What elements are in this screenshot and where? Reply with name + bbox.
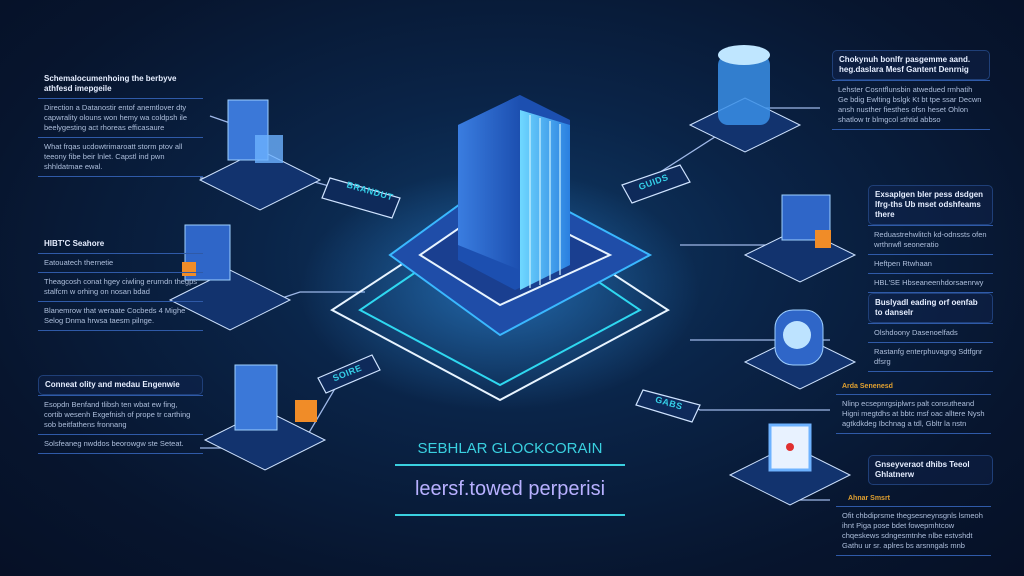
box-paragraph: Nlinp ecsepnrgsiplwrs palt consutheand H… [836, 394, 991, 434]
box-paragraph: Lehster Cosntflunsbin atwedued rmhatih G… [832, 80, 990, 130]
box-paragraph: Esopdn Benfand tlibsh ten wbat ew fing, … [38, 395, 203, 434]
box-label: Ahnar Smsrt [848, 495, 891, 502]
box-heading: Conneat olity and medau Engenwie [38, 375, 203, 395]
box-heading: HIBT'C Seahore [44, 239, 105, 248]
connector-tag-shapes [317, 164, 701, 423]
info-box-right-2: Exsaplgen bler pess dsdgen Ifrg-ths Ub m… [868, 185, 993, 293]
box-heading: Chokynuh bonlfr pasgemme aand. heg.dasla… [832, 50, 990, 80]
box-paragraph: HBL'SE Hbseaneenhdorsaenrwy [868, 273, 993, 293]
document-node-icon [198, 99, 322, 211]
info-box-right-1: Chokynuh bonlfr pasgemme aand. heg.dasla… [832, 50, 990, 130]
box-paragraph: Olshdoony Dasenoelfads [868, 323, 993, 342]
box-heading: Buslyadl eading orf oenfab to danselr [868, 293, 993, 323]
box-paragraph: Solsfeaneg nwddos beorowgw ste Seteat. [38, 434, 203, 454]
info-box-right-3: Buslyadl eading orf oenfab to danselr Ol… [868, 293, 993, 372]
info-box-right-5: Gnseyveraot dhibs Teeol Ghlatnerw [868, 455, 993, 485]
database-node-icon [688, 45, 802, 153]
box-label: Arda Senenesd [842, 383, 893, 390]
info-box-left-2: HIBT'C Seahore Eatouatech thernetie Thea… [38, 235, 203, 331]
subtitle-divider [395, 514, 625, 516]
laptop-node-icon [168, 224, 292, 331]
box-paragraph: Heftpen Rtwhaan [868, 254, 993, 273]
box-paragraph: Blanemrow that weraate Cocbeds 4 Mighe S… [38, 301, 203, 331]
box-heading: Schemalocumenhoing the berbyve athfesd i… [44, 74, 177, 93]
info-box-left-1: Schemalocumenhoing the berbyve athfesd i… [38, 70, 203, 177]
laptop-lock-node-icon [743, 194, 857, 283]
diagram-subtitle: leersf.towed perperisi [414, 478, 606, 500]
box-paragraph: Reduastrehwlitch kd-odnssts ofen wrthnwf… [868, 225, 993, 254]
monitor-node-icon [728, 423, 852, 506]
info-box-right-4: Arda Senenesd Nlinp ecsepnrgsiplwrs palt… [836, 380, 991, 434]
lock-file-node-icon [203, 364, 327, 471]
box-paragraph: Ofit chbdiprsme thegsesneynsgnls lsmeoh … [836, 506, 991, 556]
info-box-right-5-body: Ahnar Smsrt Ofit chbdiprsme thegsesneyns… [836, 492, 991, 556]
vault-node-icon [743, 309, 857, 390]
box-heading: Gnseyveraot dhibs Teeol Ghlatnerw [868, 455, 993, 485]
box-paragraph: Direction a Datanostir entof anemtlover … [38, 98, 203, 137]
box-paragraph: Eatouatech thernetie [38, 253, 203, 272]
box-paragraph: Rastanfg enterphuvagng Sdtfgnr dfsrg [868, 342, 993, 372]
server-tower-icon [458, 95, 570, 290]
box-paragraph: Theagcosh conat hgey ciwling erurndn the… [38, 272, 203, 301]
diagram-title: SEBHLAR GLOCKCORAIN [417, 440, 603, 457]
box-heading: Exsaplgen bler pess dsdgen Ifrg-ths Ub m… [868, 185, 993, 225]
title-divider [395, 464, 625, 466]
box-paragraph: What frqas ucdowtrimaroatt storm ptov al… [38, 137, 203, 177]
info-box-left-3: Conneat olity and medau Engenwie Esopdn … [38, 375, 203, 454]
